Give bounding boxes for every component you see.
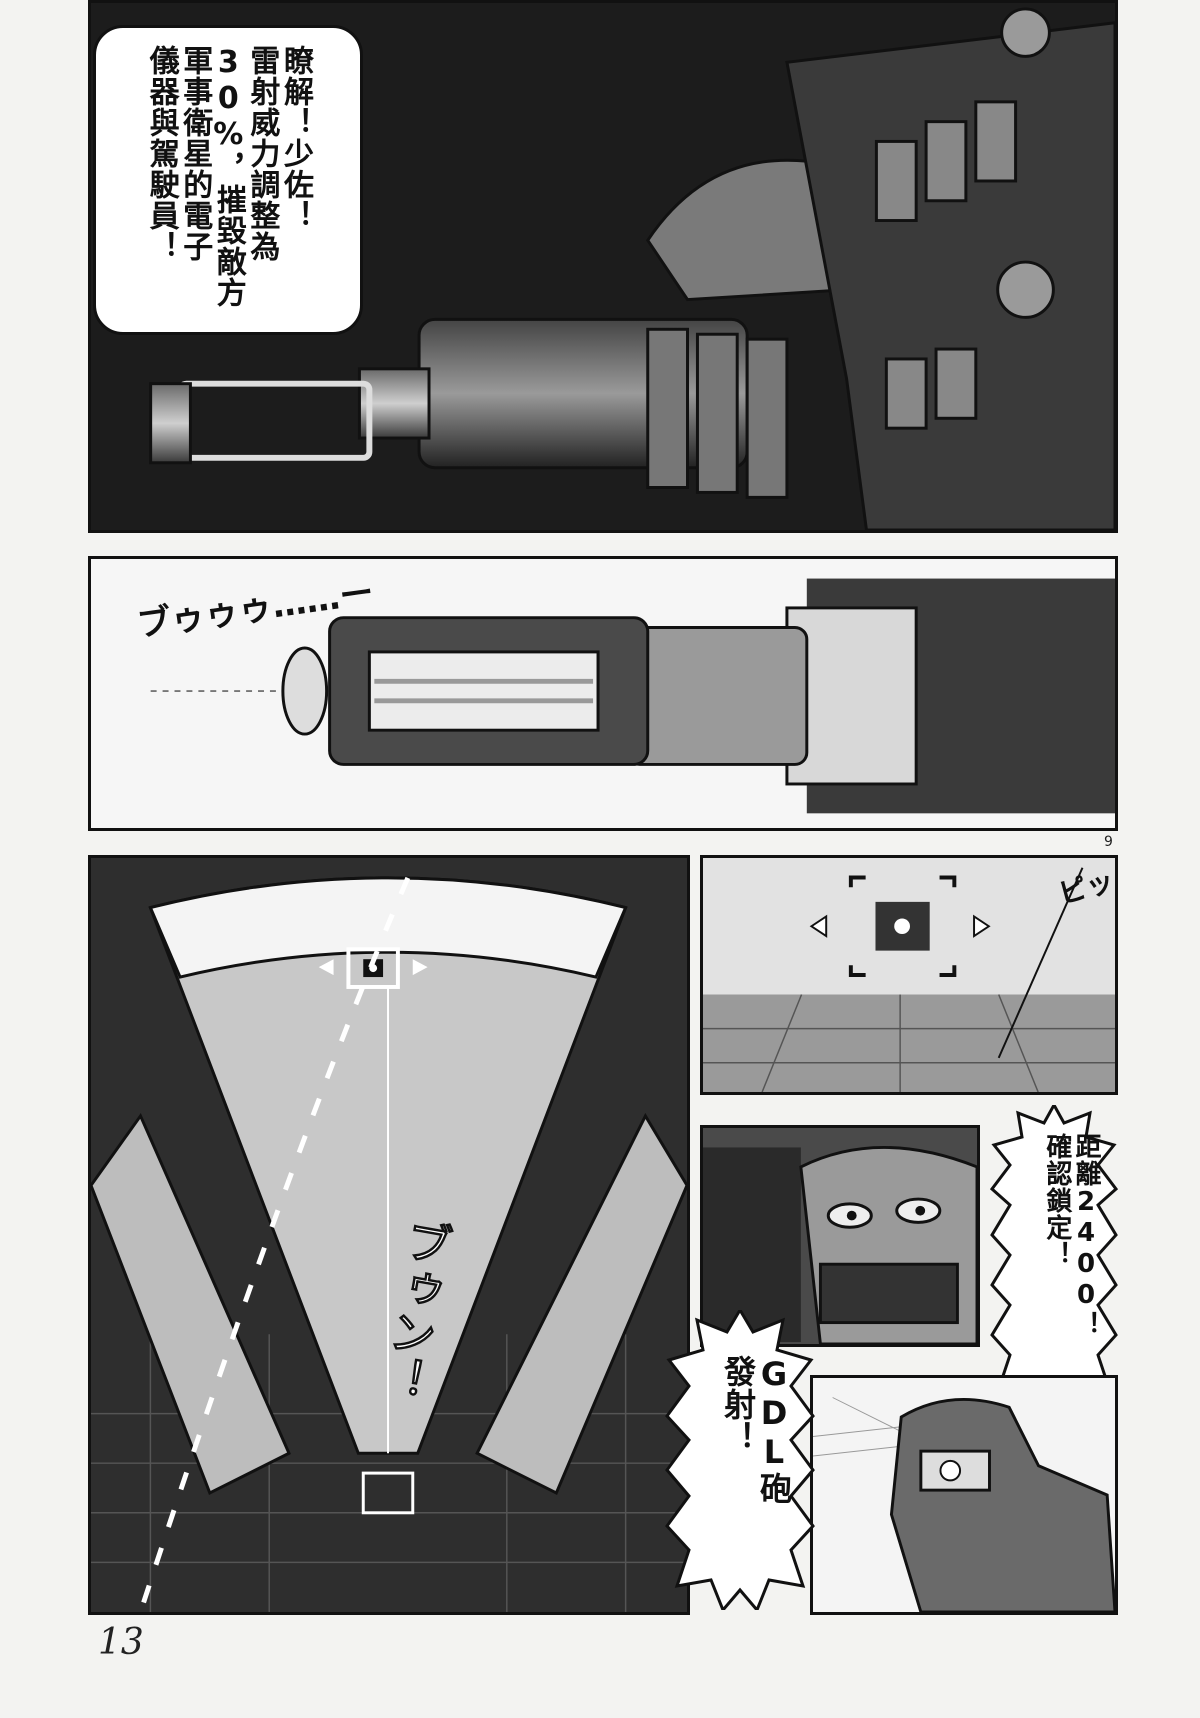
panel-cannon-closeup: 瞭解！少佐！ 雷射威力調整為 30%，摧毀敵方 軍事衛星的電子 儀器與駕駛員！	[88, 0, 1118, 533]
speech-text: 距離2400！ 確認鎖定！	[1041, 1133, 1101, 1338]
page-number: 13	[98, 1622, 144, 1663]
pilot-eyes-illustration	[703, 1128, 977, 1344]
panel-pilot-trigger	[810, 1375, 1118, 1615]
speech-text: 瞭解！少佐！ 雷射威力調整為 30%，摧毀敵方 軍事衛星的電子 儀器與駕駛員！	[143, 45, 313, 308]
panel-pilot-eyes	[700, 1125, 980, 1347]
panel-number: 9	[1104, 834, 1113, 850]
radar-illustration	[91, 858, 687, 1612]
lockon-illustration	[703, 858, 1115, 1092]
charging-illustration	[91, 559, 1115, 828]
panel-cannon-charging: ブゥゥゥ……ー	[88, 556, 1118, 831]
bubble-shape	[665, 1310, 815, 1610]
trigger-illustration	[813, 1378, 1115, 1612]
panel-lock-on-screen: ピッ	[700, 855, 1118, 1095]
spiky-bubble-distance: 距離2400！ 確認鎖定！	[990, 1105, 1118, 1405]
panel-target-display: ブゥン！	[88, 855, 690, 1615]
speech-text: GDL砲 發射！	[719, 1355, 793, 1505]
spiky-bubble-fire: GDL砲 發射！	[665, 1310, 815, 1610]
speech-bubble: 瞭解！少佐！ 雷射威力調整為 30%，摧毀敵方 軍事衛星的電子 儀器與駕駛員！	[93, 25, 363, 335]
